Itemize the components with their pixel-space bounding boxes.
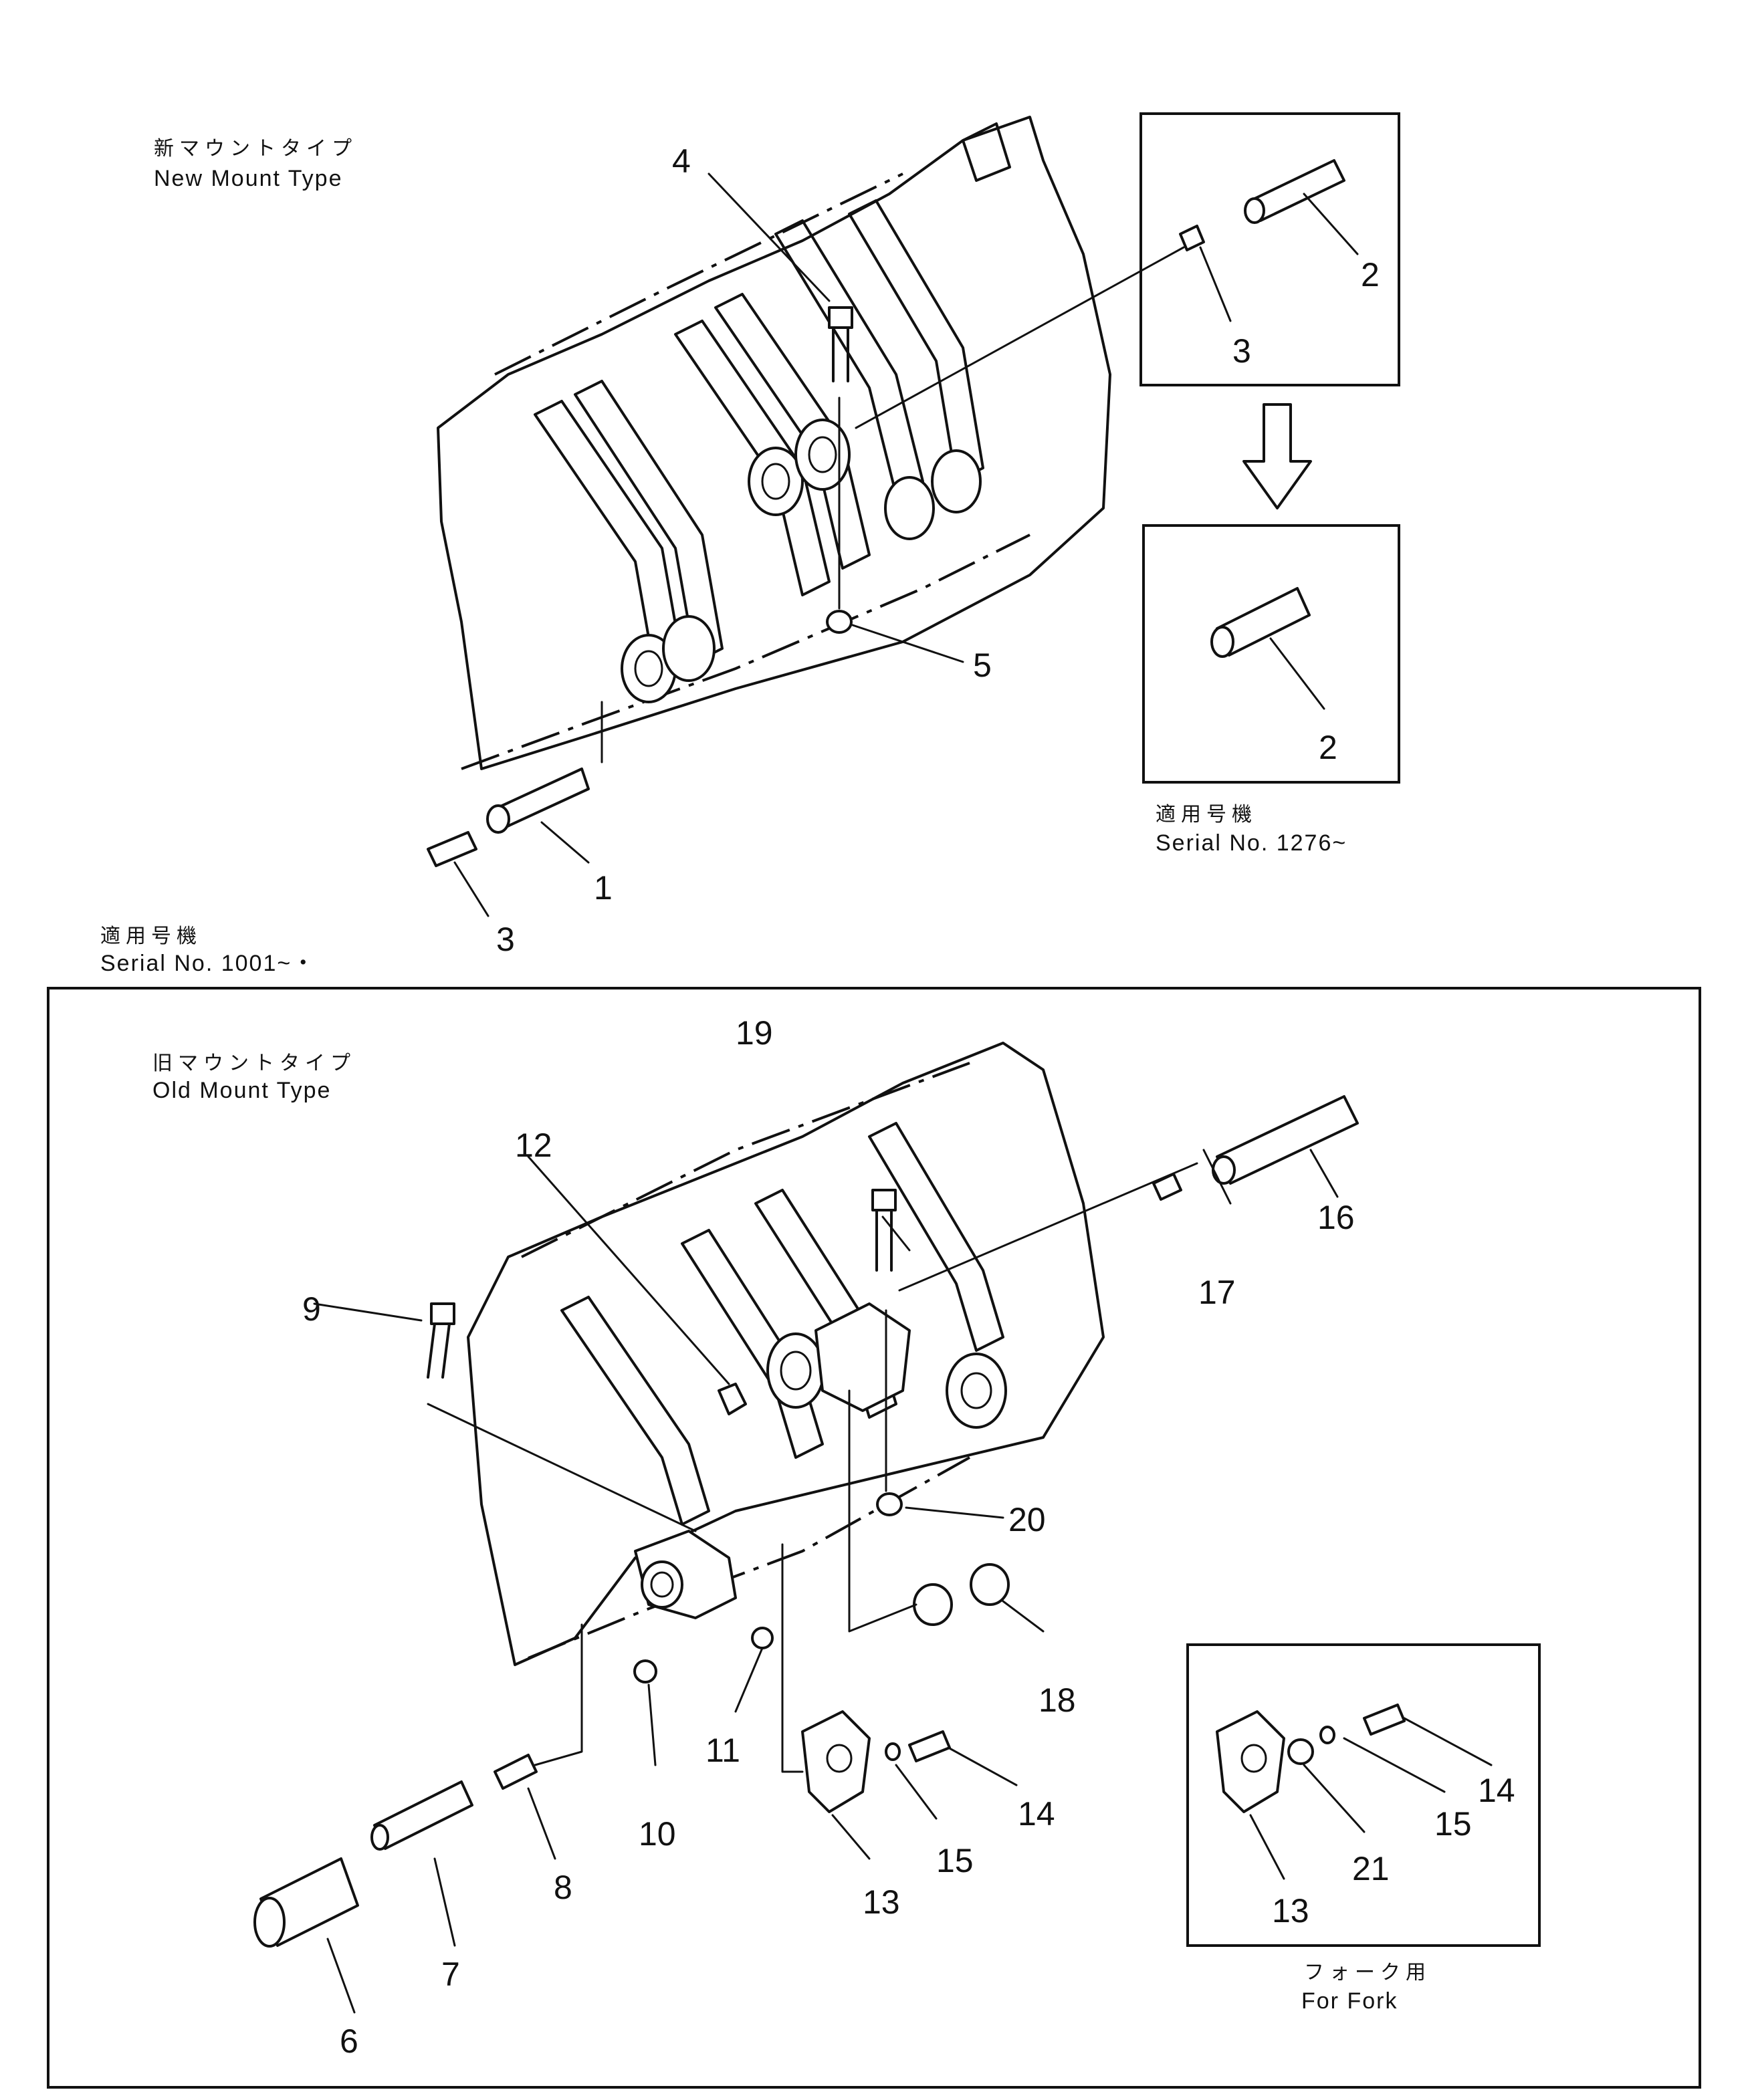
serial-old-caption: Serial No. 1001~・ [100,951,316,976]
fork-caption-jp: フォーク用 [1304,1962,1431,1984]
fork-caption-en: For Fork [1301,1988,1398,2014]
callout-17: 17 [1198,1274,1236,1311]
serial-new-caption-jp: 適用号機 [1156,804,1257,826]
serial-1276-box [1142,524,1400,784]
old-mount-frame [47,987,1701,2089]
callout-20: 20 [1008,1501,1046,1538]
callout-5: 5 [973,647,992,684]
new-pin-box [1139,112,1400,386]
callout-18: 18 [1039,1681,1076,1719]
callout-14-main: 14 [1018,1795,1055,1833]
callout-12: 12 [515,1127,552,1164]
for-fork-box [1186,1643,1541,1947]
new-mount-assembly [427,116,1185,917]
callout-4: 4 [672,142,691,180]
callout-2-top: 2 [1361,256,1380,294]
new-mount-caption-jp: 新マウントタイプ [154,138,357,160]
callout-16: 16 [1317,1199,1355,1236]
callout-3-top: 3 [1232,332,1251,370]
callout-7: 7 [441,1956,460,1993]
old-mount-caption-jp: 旧マウントタイプ [152,1052,356,1074]
callout-1: 1 [594,869,613,907]
callout-10: 10 [639,1815,676,1853]
callout-13-fork: 13 [1272,1892,1309,1930]
callout-2-serial: 2 [1319,729,1337,766]
callout-15-main: 15 [936,1842,974,1879]
old-mount-caption-en: Old Mount Type [152,1078,331,1103]
new-mount-caption-en: New Mount Type [154,166,343,191]
callout-8: 8 [554,1869,572,1906]
callout-6: 6 [340,2022,358,2060]
serial-old-caption-jp: 適用号機 [100,925,202,947]
callout-15-fork: 15 [1434,1805,1472,1843]
callout-3-bottom: 3 [496,921,515,958]
callout-9: 9 [302,1290,321,1328]
arrow-down-icon [1242,403,1312,509]
callout-19: 19 [736,1014,773,1052]
callout-21: 21 [1352,1850,1390,1887]
old-mount-assembly [253,1042,1359,2014]
callout-11: 11 [705,1732,740,1769]
callout-13-main: 13 [863,1883,900,1921]
callout-14-fork: 14 [1478,1772,1515,1809]
serial-new-caption: Serial No. 1276~ [1156,830,1347,856]
